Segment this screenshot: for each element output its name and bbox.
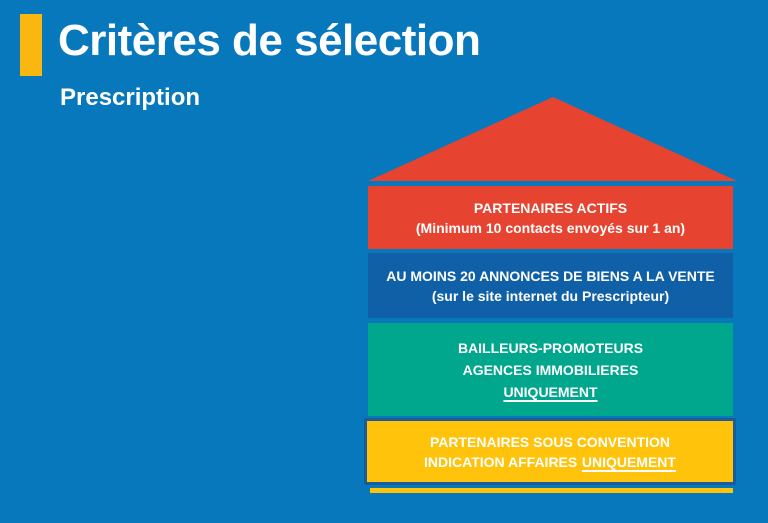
level-line: PARTENAIRES SOUS CONVENTION	[429, 433, 671, 450]
level-line-prefix: INDICATION AFFAIRES	[424, 453, 578, 470]
level-bailleurs-agences: BAILLEURS-PROMOTEURS AGENCES IMMOBILIERE…	[368, 323, 733, 416]
level-partenaires-actifs: PARTENAIRES ACTIFS (Minimum 10 contacts …	[368, 186, 733, 249]
level-line: PARTENAIRES ACTIFS	[473, 199, 628, 216]
level-annonces-vente: AU MOINS 20 ANNONCES DE BIENS A LA VENTE…	[368, 253, 733, 318]
page-subtitle: Prescription	[60, 84, 201, 111]
level-line: (Minimum 10 contacts envoyés sur 1 an)	[415, 219, 686, 236]
level-line-underlined: UNIQUEMENT	[581, 453, 676, 470]
page-title: Critères de sélection	[58, 16, 481, 65]
title-accent-bar	[20, 14, 42, 76]
level-line: AU MOINS 20 ANNONCES DE BIENS A LA VENTE	[386, 267, 715, 284]
house-roof-triangle	[368, 97, 737, 181]
level-line: INDICATION AFFAIRES UNIQUEMENT	[424, 452, 676, 472]
level-line-underlined: UNIQUEMENT	[503, 383, 598, 400]
level-line: BAILLEURS-PROMOTEURS	[457, 339, 644, 356]
level-partenaires-convention: PARTENAIRES SOUS CONVENTION INDICATION A…	[364, 418, 736, 485]
ground-line	[370, 488, 733, 493]
level-line: AGENCES IMMOBILIERES	[462, 361, 639, 378]
level-line: (sur le site internet du Prescripteur)	[431, 287, 670, 304]
